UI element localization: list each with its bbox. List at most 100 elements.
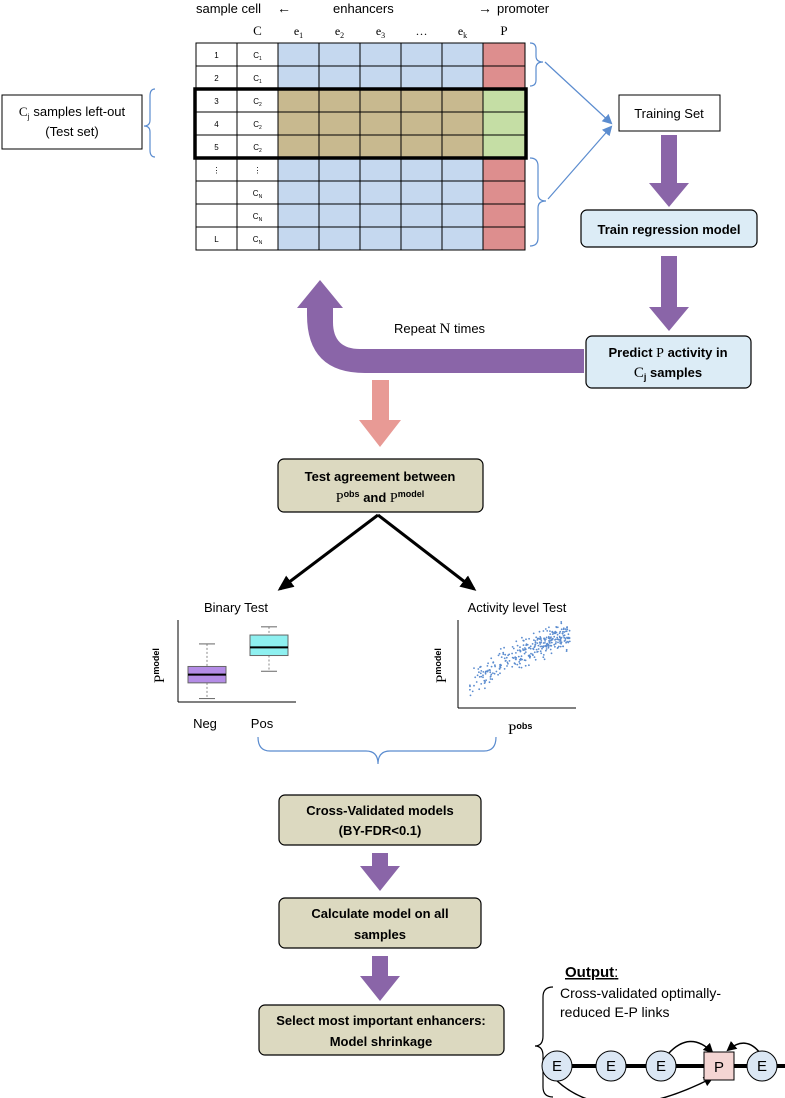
training-set-label: Training Set: [634, 106, 704, 121]
scatter-point: [543, 658, 546, 661]
enhancer-cell: [400, 203, 443, 228]
scatter-point: [490, 665, 493, 668]
scatter-point: [540, 641, 542, 644]
calculate-line2: samples: [354, 927, 406, 942]
link-arrow-1: [667, 1040, 714, 1055]
scatter-point: [534, 643, 537, 646]
predict-line1: Predict P activity in: [608, 345, 727, 361]
scatter-point: [537, 648, 540, 650]
scatter-point: [519, 657, 522, 660]
scatter-point: [565, 641, 568, 643]
scatter-point: [558, 632, 561, 635]
enhancer-cell: [400, 42, 443, 67]
scatter-point: [551, 633, 554, 635]
scatter-point: [523, 652, 526, 655]
scatter-point: [539, 637, 542, 639]
matrix-row: CN: [195, 180, 526, 205]
promoter-cell: [482, 134, 526, 159]
activity-test-plot: [457, 620, 576, 709]
repeat-arrow: [297, 280, 584, 373]
scatter-point: [524, 647, 526, 649]
repeat-label: Repeat N times: [394, 321, 486, 337]
select-box: [258, 1004, 505, 1056]
col-header-enhancer: e1: [294, 24, 303, 40]
row-cell-type: CN: [253, 235, 263, 246]
arrow-to-select: [360, 956, 400, 1001]
scatter-point: [536, 642, 539, 644]
scatter-point: [489, 678, 492, 680]
test-set-box: [1, 94, 143, 150]
tests-bracket: [257, 736, 497, 765]
scatter-point: [490, 657, 493, 660]
scatter-point: [503, 657, 506, 660]
scatter-point: [469, 685, 471, 688]
row-cell-type: C1: [253, 51, 262, 62]
scatter-point: [473, 667, 475, 669]
scatter-point: [471, 690, 474, 693]
enhancer-cell: [359, 180, 402, 205]
scatter-point: [476, 674, 479, 677]
scatter-point: [557, 638, 560, 641]
scatter-point: [567, 640, 569, 643]
box-neg: [187, 643, 227, 700]
enhancer-cell: [359, 111, 402, 136]
binary-pos-label: Pos: [251, 716, 274, 731]
scatter-point: [511, 652, 513, 655]
output-line2: reduced E-P links: [560, 1004, 669, 1020]
enhancer-cell: [441, 65, 484, 90]
scatter-point: [503, 668, 506, 670]
matrix-row: CN: [195, 203, 526, 228]
arrow-to-train: [649, 135, 689, 207]
arrow-left-icon: ←: [277, 0, 291, 16]
scatter-point: [542, 654, 545, 656]
scatter-point: [484, 672, 487, 675]
enhancer-cell: [359, 203, 402, 228]
enhancer-cell: [318, 203, 361, 228]
scatter-point: [542, 656, 545, 659]
scatter-point: [489, 671, 492, 674]
scatter-point: [533, 646, 536, 649]
scatter-point: [534, 640, 537, 642]
enhancer-cell: [441, 111, 484, 136]
scatter-point: [511, 656, 514, 659]
scatter-point: [488, 669, 491, 671]
scatter-point: [534, 658, 537, 661]
scatter-point: [565, 630, 567, 633]
scatter-point: [503, 646, 505, 649]
scatter-point: [554, 638, 557, 641]
scatter-point: [545, 648, 548, 650]
select-line1: Select most important enhancers:: [276, 1013, 486, 1028]
enhancer-cell: [318, 134, 361, 159]
scatter-point: [568, 629, 571, 632]
scatter-point: [520, 655, 523, 658]
scatter-point: [519, 646, 521, 649]
scatter-point: [540, 645, 543, 648]
enhancer-cell: [359, 226, 402, 251]
scatter-point: [541, 647, 543, 650]
scatter-point: [517, 655, 520, 658]
scatter-point: [469, 694, 472, 697]
enhancer-cell: [400, 226, 443, 251]
row-cell-type: ⋮: [254, 166, 262, 175]
scatter-point: [554, 642, 557, 645]
scatter-point: [504, 659, 507, 662]
arrow-to-predict: [649, 256, 689, 331]
enhancer-cell: [277, 226, 320, 251]
scatter-point: [545, 649, 547, 652]
scatter-point: [523, 649, 526, 651]
binary-test-ylabel: Pmodel: [151, 648, 168, 683]
sample-cell-label: sample cell: [196, 1, 261, 16]
enhancer-cell: [441, 88, 484, 113]
svg-text:P: P: [714, 1059, 724, 1076]
calculate-line1: Calculate model on all: [311, 906, 448, 921]
scatter-point: [567, 633, 570, 636]
scatter-point: [485, 679, 487, 682]
scatter-point: [535, 636, 538, 639]
scatter-point: [530, 652, 532, 655]
scatter-point: [559, 640, 561, 642]
scatter-point: [493, 672, 496, 675]
scatter-point: [533, 651, 536, 654]
enhancer-cell: [441, 203, 484, 228]
